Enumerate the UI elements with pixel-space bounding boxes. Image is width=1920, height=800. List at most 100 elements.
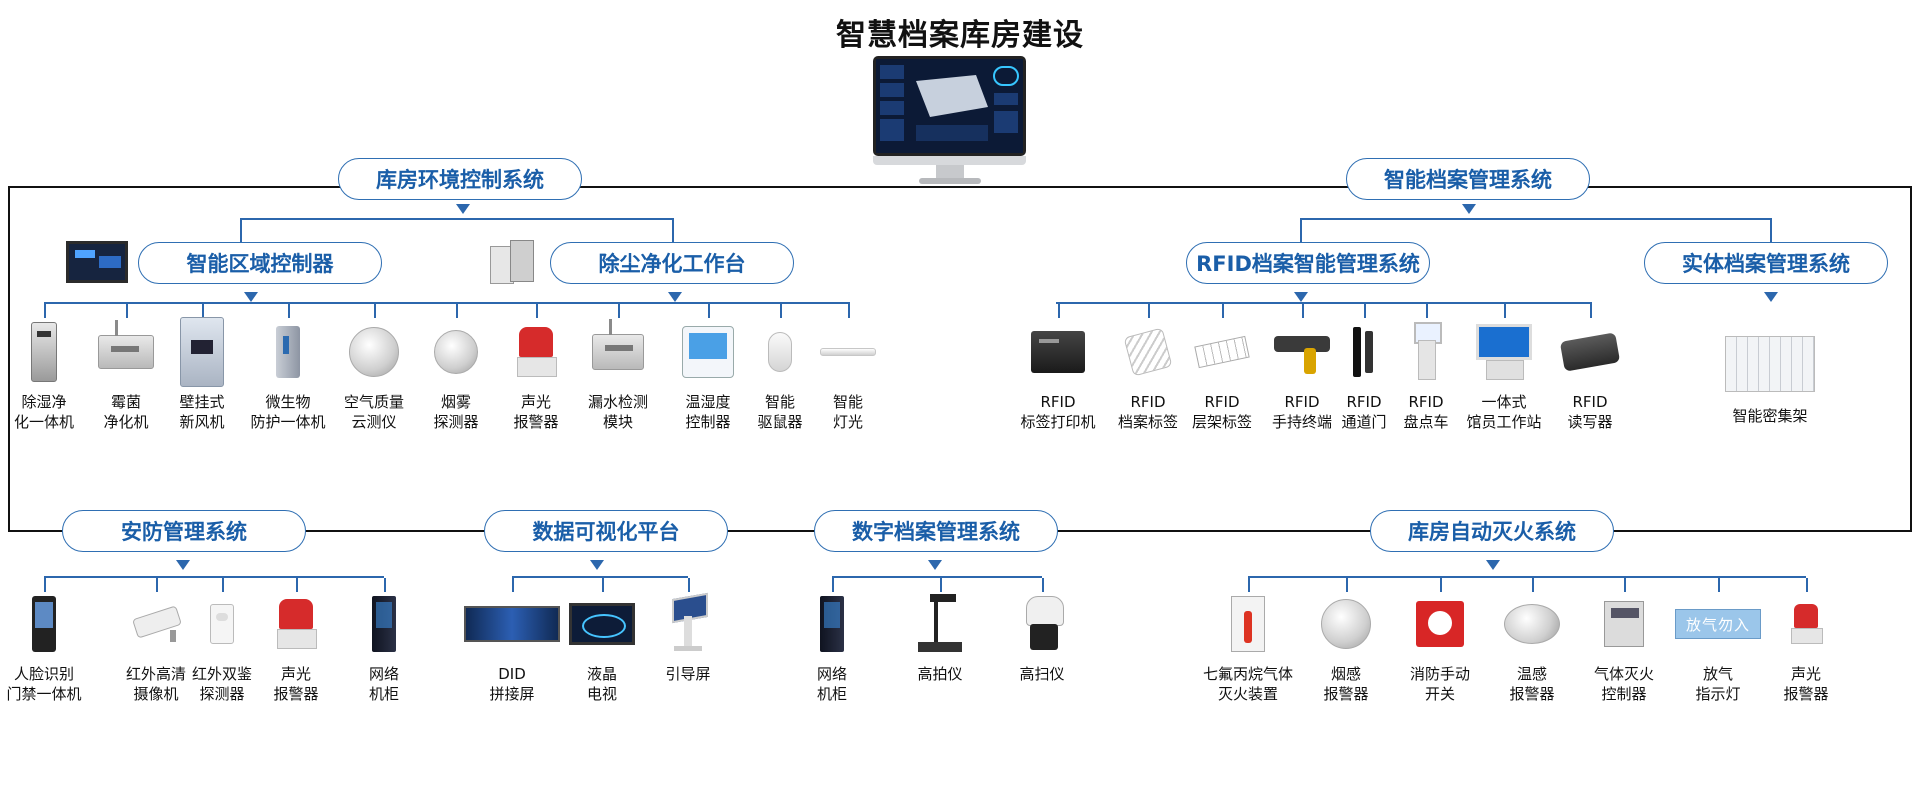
item-label-line2: 标签打印机 <box>1020 413 1096 431</box>
item-label-line1: 消防手动 <box>1409 665 1470 683</box>
item-label-line1: 壁挂式 <box>179 393 225 411</box>
connector-drop <box>1440 578 1442 592</box>
item-label-line1: RFID <box>1204 393 1240 411</box>
item-label-line2: 化一体机 <box>13 413 74 431</box>
digital-item: 高拍仪 <box>897 590 983 684</box>
item-label-line1: 空气质量 <box>343 393 404 411</box>
fire-item: 七氟丙烷气体灭火装置 <box>1193 590 1303 704</box>
visual-item: 液晶电视 <box>559 590 645 704</box>
arrow-down-icon <box>1294 292 1308 302</box>
connector-drop <box>1222 302 1224 318</box>
connector-drop <box>1042 578 1044 592</box>
item-label-line1: 智能 <box>764 393 795 411</box>
item-label-line2: 手持终端 <box>1271 413 1332 431</box>
item-label-line1: 高拍仪 <box>917 665 963 683</box>
smoke-detector-icon <box>413 318 499 386</box>
mold-purifier-icon <box>83 318 169 386</box>
fire-item: 烟感报警器 <box>1303 590 1389 704</box>
fire-item: 放气勿入放气指示灯 <box>1670 590 1766 704</box>
item-label-line1: DID <box>498 665 526 683</box>
fire-item: 气体灭火控制器 <box>1581 590 1667 704</box>
item-label-line2: 防护一体机 <box>250 413 326 431</box>
connector-drop <box>1364 302 1366 318</box>
connector-line <box>44 302 848 304</box>
arrow-down-icon <box>176 560 190 570</box>
security-item: 声光报警器 <box>253 590 339 704</box>
monitor-chin <box>873 156 1026 165</box>
security-item: 网络机柜 <box>341 590 427 704</box>
smart-light-icon <box>805 318 891 386</box>
env-item: 温湿度控制器 <box>665 318 751 432</box>
siren-icon <box>493 318 579 386</box>
smart-zone-controller-header: 智能区域控制器 <box>138 242 382 284</box>
item-label-line1: RFID <box>1346 393 1382 411</box>
document-camera-icon <box>897 590 983 658</box>
item-label-line2: 探测器 <box>433 413 479 431</box>
item-label-line1: 红外高清 <box>125 665 186 683</box>
item-label-line1: 气体灭火 <box>1593 665 1654 683</box>
item-label-line2: 控制器 <box>1601 685 1647 703</box>
connector-drop <box>618 302 620 318</box>
env-item: 空气质量云测仪 <box>324 318 424 432</box>
item-label-line1: 引导屏 <box>665 665 711 683</box>
release-indicator-icon: 放气勿入 <box>1670 590 1766 658</box>
channel-gate-icon <box>1329 318 1399 386</box>
item-label-line1: 人脸识别 <box>13 665 74 683</box>
connector-drop <box>44 302 46 318</box>
item-label-line1: 温感 <box>1516 665 1547 683</box>
env-item: 智能驱鼠器 <box>737 318 823 432</box>
connector-drop <box>1148 302 1150 318</box>
connector-line <box>1300 218 1302 242</box>
env-item: 微生物防护一体机 <box>238 318 338 432</box>
item-label-line2: 报警器 <box>273 685 319 703</box>
connector-drop <box>1504 302 1506 318</box>
dehumidifier-icon <box>1 318 87 386</box>
fire-item: 温感报警器 <box>1489 590 1575 704</box>
dashboard-screen-graphic <box>876 59 1023 153</box>
item-label-line1: 烟感 <box>1330 665 1361 683</box>
connector-drop <box>456 302 458 318</box>
item-label-line1: 一体式 <box>1481 393 1527 411</box>
water-leak-module-icon <box>575 318 661 386</box>
arrow-down-icon <box>456 204 470 214</box>
high-speed-scanner-icon <box>999 590 1085 658</box>
connector-drop <box>848 302 850 318</box>
item-label-line1: RFID <box>1408 393 1444 411</box>
physical-archive-system-header: 实体档案管理系统 <box>1644 242 1888 284</box>
smoke-alarm-icon <box>1303 590 1389 658</box>
security-item: 红外高清摄像机 <box>113 590 199 704</box>
item-label-line2: 报警器 <box>1509 685 1555 703</box>
digital-archive-header: 数字档案管理系统 <box>814 510 1058 552</box>
env-control-system-header: 库房环境控制系统 <box>338 158 582 200</box>
item-label-line2: 模块 <box>602 413 633 431</box>
item-label-line1: 声光 <box>280 665 311 683</box>
connector-drop <box>1248 578 1250 592</box>
item-label-line2: 开关 <box>1424 685 1455 703</box>
network-cabinet-icon <box>341 590 427 658</box>
env-item: 漏水检测模块 <box>575 318 661 432</box>
connector-line <box>240 218 242 242</box>
item-label-line2: 报警器 <box>513 413 559 431</box>
item-label-line2: 拼接屏 <box>489 685 535 703</box>
shelf-tag-icon <box>1179 318 1265 386</box>
workstation-icon <box>1456 318 1552 386</box>
archive-item: RFID 盘点车 <box>1391 318 1461 432</box>
archive-item: 一体式馆员工作站 <box>1456 318 1552 432</box>
connector-drop <box>1532 578 1534 592</box>
air-quality-sensor-icon <box>324 318 424 386</box>
release-indicator-sign: 放气勿入 <box>1675 609 1761 639</box>
item-label-line1: 温湿度 <box>685 393 731 411</box>
connector-drop <box>126 302 128 318</box>
item-label-line1: 网络 <box>816 665 847 683</box>
compact-shelving-item: 智能密集架 <box>1720 330 1820 426</box>
dust-purification-workbench-header: 除尘净化工作台 <box>550 242 794 284</box>
item-label-line2: 档案标签 <box>1117 413 1178 431</box>
siren-icon <box>1763 590 1849 658</box>
item-label-line1: RFID <box>1040 393 1076 411</box>
connector-drop <box>536 302 538 318</box>
rfid-system-header: RFID档案智能管理系统 <box>1186 242 1430 284</box>
connector-drop <box>1058 302 1060 318</box>
item-label-line2: 盘点车 <box>1403 413 1449 431</box>
